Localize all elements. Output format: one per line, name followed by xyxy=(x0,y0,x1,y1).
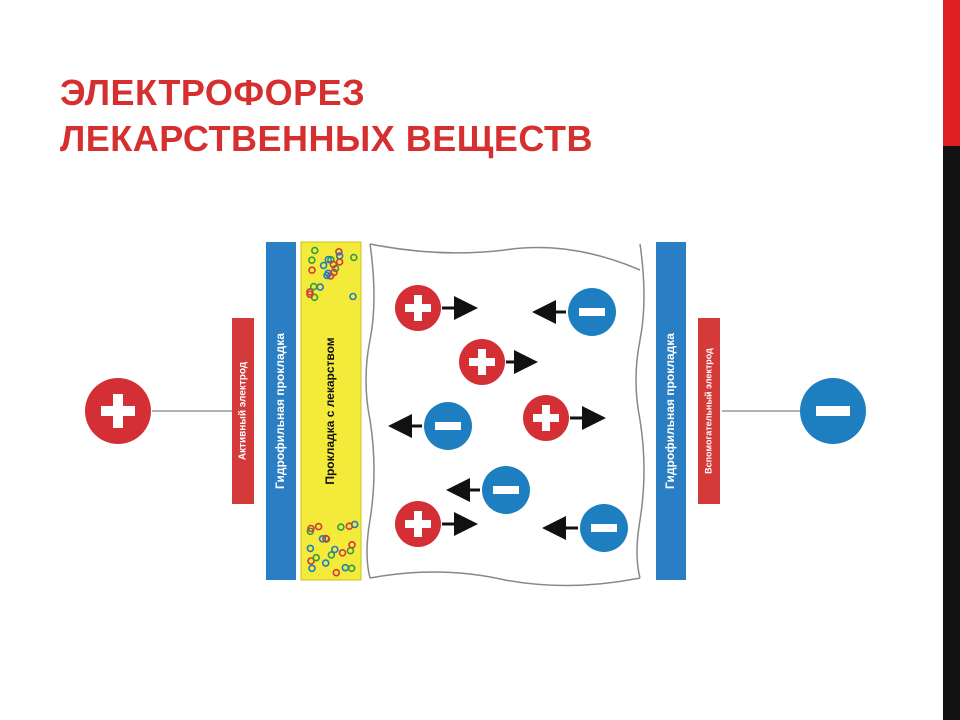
drug-particles-top xyxy=(306,246,358,302)
drug-particle xyxy=(335,258,344,266)
accent-bar-red xyxy=(943,0,960,146)
drug-particle xyxy=(348,540,356,549)
slide-title: ЭЛЕКТРОФОРЕЗ ЛЕКАРСТВЕННЫХ ВЕЩЕСТВ xyxy=(60,70,920,162)
drug-particle xyxy=(332,568,341,577)
drug-particle xyxy=(318,534,327,543)
drug-particle xyxy=(306,290,314,299)
drug-particle xyxy=(330,268,338,277)
drug-particle xyxy=(335,248,343,256)
positive-ion xyxy=(523,395,606,441)
hydrophilic-pad-left: Гидрофильная прокладка xyxy=(266,242,296,580)
drug-particle xyxy=(323,271,331,280)
drug-particle xyxy=(324,255,333,264)
drug-particle xyxy=(307,256,316,265)
drug-particle xyxy=(337,523,345,531)
title-line-1: ЭЛЕКТРОФОРЕЗ xyxy=(60,72,366,113)
positive-ion xyxy=(459,339,538,385)
drug-particle xyxy=(327,551,336,559)
drug-particle xyxy=(309,282,318,291)
drug-particle xyxy=(319,261,328,270)
active-electrode-label: Активный электрод xyxy=(238,361,249,460)
hydrophilic-pad-right-label: Гидрофильная прокладка xyxy=(663,333,677,489)
drug-particle xyxy=(329,260,338,269)
negative-ion xyxy=(388,402,472,450)
title-line-2: ЛЕКАРСТВЕННЫХ ВЕЩЕСТВ xyxy=(60,118,594,159)
drug-particle xyxy=(330,545,339,554)
drug-particle xyxy=(338,548,347,557)
drug-particle xyxy=(314,522,323,531)
hydrophilic-pad-left-label: Гидрофильная прокладка xyxy=(273,333,287,489)
negative-ion xyxy=(542,504,628,552)
positive-ion xyxy=(395,501,478,547)
drug-particle xyxy=(349,253,358,262)
tissue-region xyxy=(365,243,645,587)
drug-particle xyxy=(307,557,315,565)
negative-terminal xyxy=(800,378,866,444)
drug-particles-bottom xyxy=(306,520,359,577)
drug-particle xyxy=(307,524,315,533)
indifferent-electrode-label: Вспомогательный электрод xyxy=(703,348,713,474)
drug-pad: Прокладка с лекарством xyxy=(300,241,362,581)
drug-particle xyxy=(312,553,321,562)
drug-pad-label: Прокладка с лекарством xyxy=(323,337,337,484)
drug-particle xyxy=(345,522,354,531)
drug-particle xyxy=(308,266,316,275)
drug-particle xyxy=(349,292,357,301)
drug-particle xyxy=(310,246,319,255)
negative-ion xyxy=(532,288,616,336)
active-electrode: Активный электрод xyxy=(232,318,254,504)
drug-particle xyxy=(322,534,330,543)
positive-ion xyxy=(395,285,478,331)
hydrophilic-pad-right: Гидрофильная прокладка xyxy=(656,242,686,580)
accent-bar-black xyxy=(943,146,960,720)
negative-ion xyxy=(446,466,530,514)
positive-terminal xyxy=(85,378,151,444)
drug-particle xyxy=(347,564,356,573)
drug-particle xyxy=(308,564,316,573)
indifferent-electrode: Вспомогательный электрод xyxy=(698,318,720,504)
drug-particle xyxy=(306,544,315,553)
drug-particle xyxy=(321,559,330,567)
